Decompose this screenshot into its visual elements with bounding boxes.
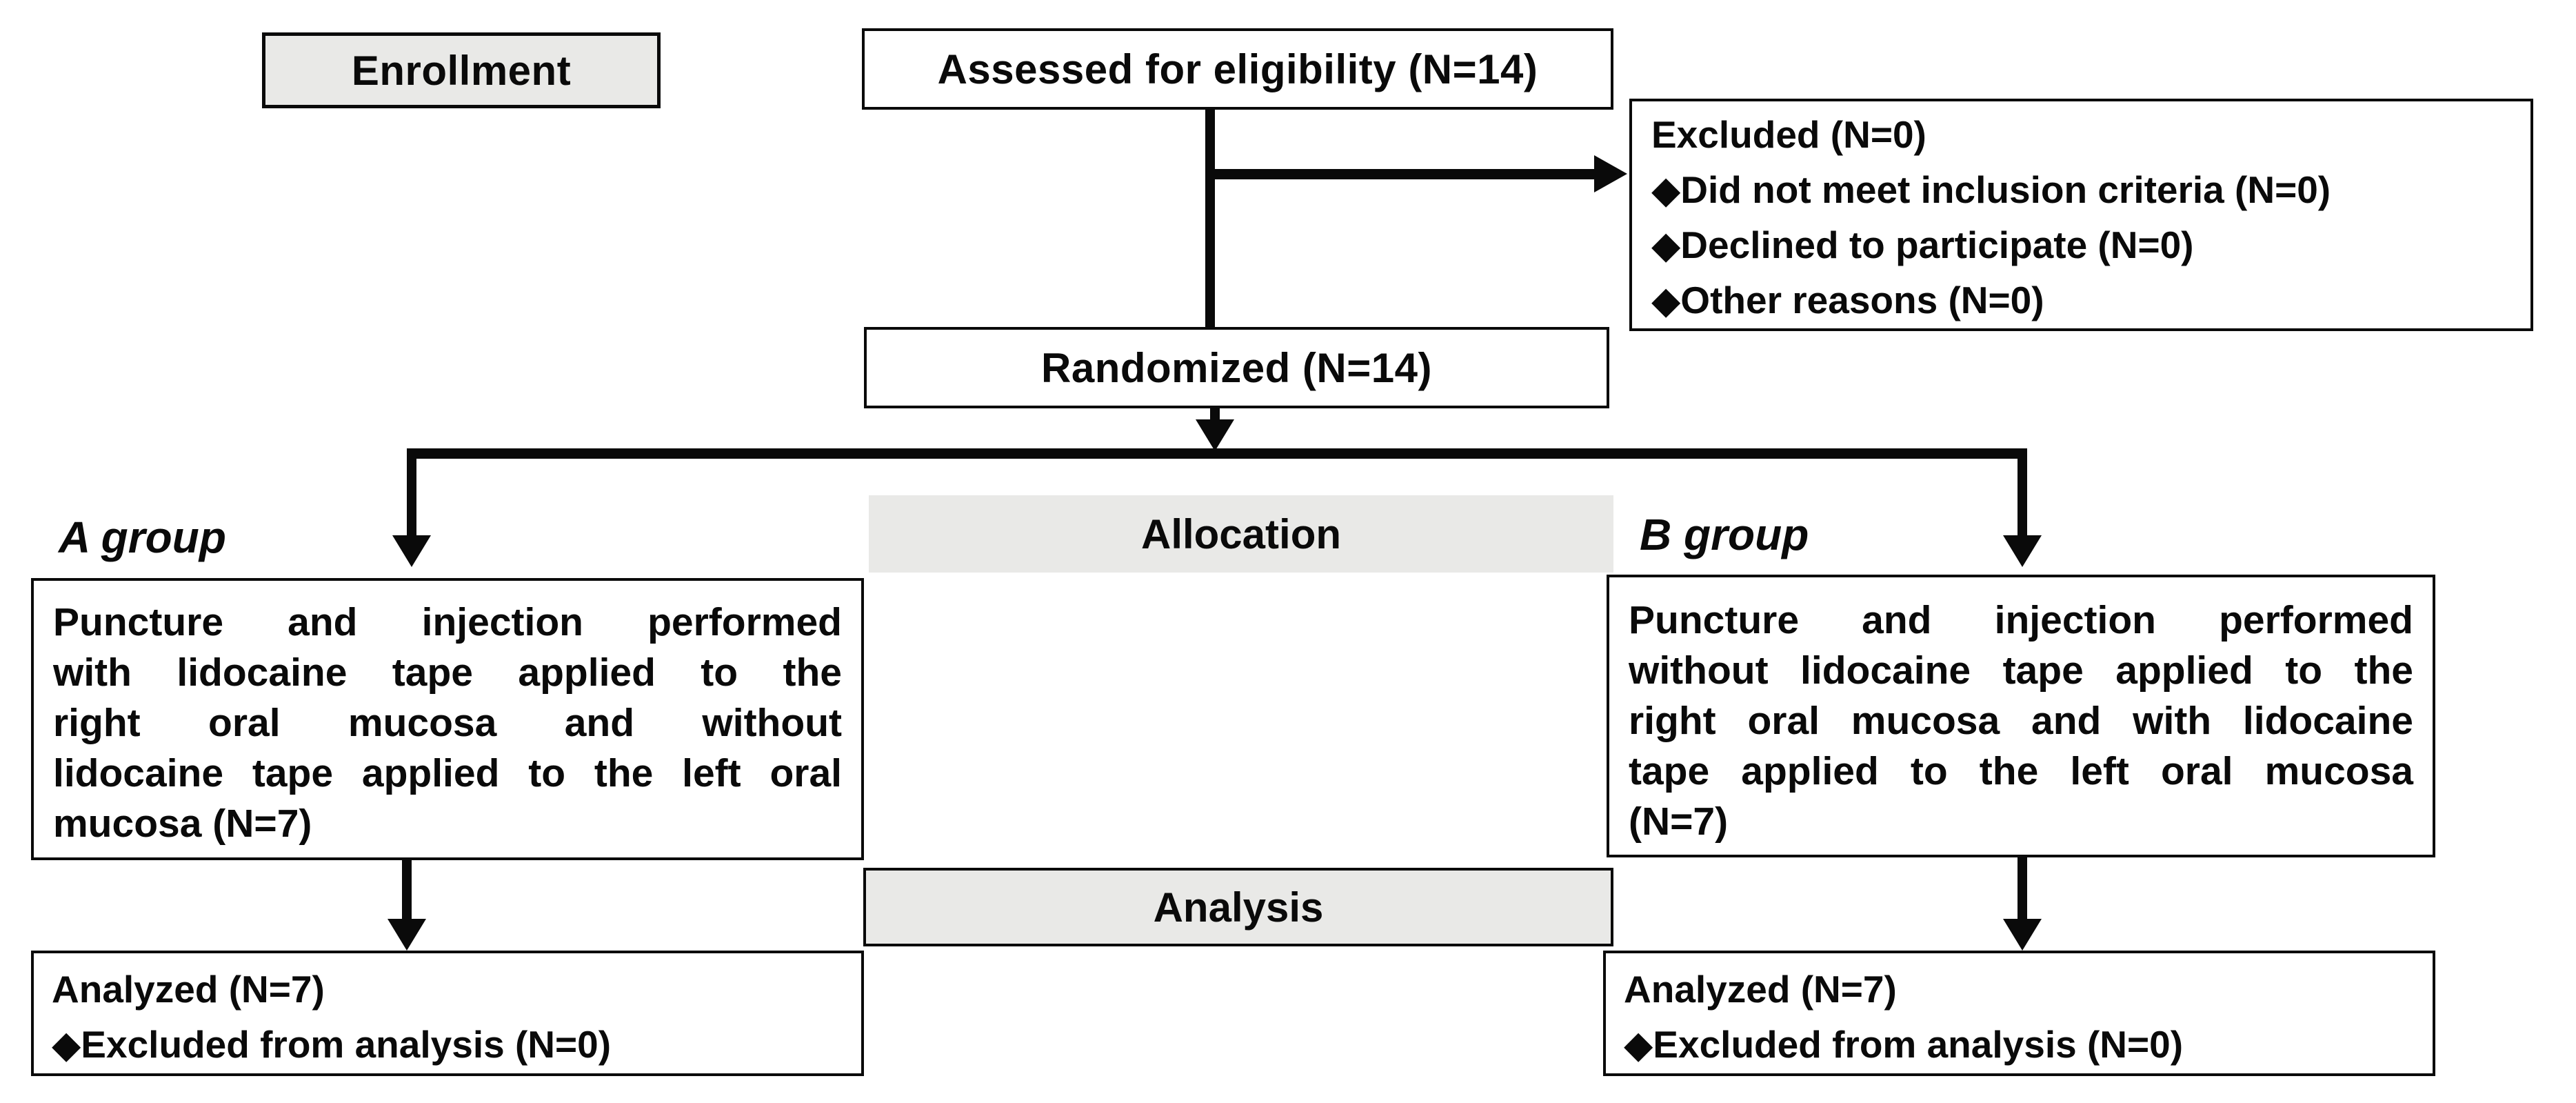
group-a-line: with lidocaine tape applied to the [53, 650, 842, 695]
connector-group-b-to-analysis [2017, 857, 2027, 921]
connector-branch-to-group-b [2017, 448, 2027, 537]
analyzed-b-item: ◆Excluded from analysis (N=0) [1624, 1023, 2184, 1066]
arrowhead-randomized-branch-icon [1196, 419, 1234, 451]
connector-assessed-to-randomized [1205, 107, 1215, 328]
analyzed-a-title: Analyzed (N=7) [52, 968, 325, 1011]
enrollment-stage-box: Enrollment [262, 32, 661, 108]
group-b-label: B group [1640, 510, 1809, 559]
analyzed-b-box: Analyzed (N=7) ◆Excluded from analysis (… [1603, 951, 2435, 1076]
group-b-line: tape applied to the left oral mucosa [1629, 749, 2413, 793]
group-b-line: without lidocaine tape applied to the [1629, 648, 2413, 693]
group-a-line: right oral mucosa and without [53, 701, 842, 745]
analysis-stage-bar: Analysis [863, 868, 1613, 946]
randomized-box: Randomized (N=14) [864, 327, 1609, 408]
analyzed-b-title: Analyzed (N=7) [1624, 968, 1897, 1011]
connector-to-excluded [1205, 169, 1597, 179]
group-a-line: mucosa (N=7) [53, 802, 312, 846]
excluded-title: Excluded (N=0) [1651, 113, 1926, 156]
branch-line [407, 448, 2027, 459]
allocation-stage-label: Allocation [1140, 510, 1341, 557]
allocation-stage-bar: Allocation [869, 495, 1613, 573]
connector-branch-to-group-a [407, 448, 416, 537]
analyzed-a-item: ◆Excluded from analysis (N=0) [52, 1023, 612, 1066]
randomized-text: Randomized (N=14) [1041, 344, 1432, 391]
group-a-allocation-box: Puncture and injection performed with li… [31, 578, 864, 860]
assessed-eligibility-box: Assessed for eligibility (N=14) [862, 28, 1613, 110]
arrowhead-to-analyzed-a-icon [388, 919, 426, 951]
group-a-line: lidocaine tape applied to the left oral [53, 751, 842, 795]
assessed-eligibility-text: Assessed for eligibility (N=14) [937, 46, 1538, 92]
excluded-item: ◆Declined to participate (N=0) [1651, 223, 2194, 266]
group-b-line: right oral mucosa and with lidocaine [1629, 699, 2413, 743]
arrowhead-to-excluded-icon [1594, 155, 1627, 192]
group-b-allocation-box: Puncture and injection performed without… [1607, 575, 2435, 857]
excluded-box: Excluded (N=0) ◆Did not meet inclusion c… [1629, 99, 2533, 331]
analyzed-a-box: Analyzed (N=7) ◆Excluded from analysis (… [31, 951, 864, 1076]
enrollment-stage-label: Enrollment [351, 47, 572, 94]
arrowhead-to-analyzed-b-icon [2003, 919, 2042, 951]
connector-group-a-to-analysis [402, 860, 412, 921]
analysis-stage-label: Analysis [1153, 884, 1324, 931]
group-a-line: Puncture and injection performed [53, 600, 842, 644]
group-b-line: (N=7) [1629, 799, 1729, 844]
group-a-label: A group [59, 513, 226, 562]
group-b-line: Puncture and injection performed [1629, 598, 2413, 642]
arrowhead-to-group-a-icon [392, 535, 431, 567]
excluded-item: ◆Other reasons (N=0) [1651, 279, 2044, 321]
excluded-item: ◆Did not meet inclusion criteria (N=0) [1651, 168, 2331, 211]
arrowhead-to-group-b-icon [2003, 535, 2042, 567]
